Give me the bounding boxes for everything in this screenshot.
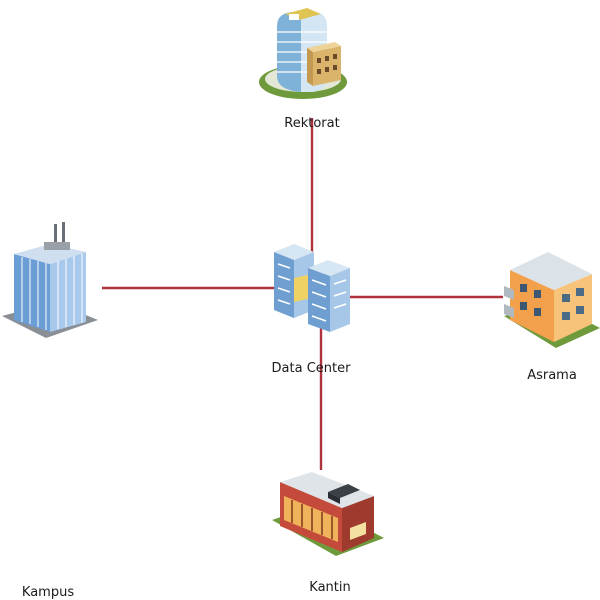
data-center-servers-icon	[274, 244, 350, 332]
node-label: Rektorat	[284, 116, 340, 131]
node-label: Kampus	[21, 585, 75, 600]
node-kampus: Kampus	[0, 220, 100, 600]
skyscraper-icon	[2, 222, 98, 338]
office-tower-icon	[259, 8, 347, 99]
dormitory-building-icon	[504, 252, 600, 348]
node-data-center: Data Center	[268, 238, 358, 376]
canteen-store-icon	[272, 472, 384, 556]
node-kantin: Kantin	[270, 468, 385, 595]
node-asrama: Asrama	[500, 244, 600, 383]
node-label: Asrama	[527, 368, 577, 383]
node-label: Data Center	[271, 361, 351, 376]
node-rektorat: Rektorat	[255, 2, 365, 131]
node-label: Kantin	[309, 580, 351, 595]
